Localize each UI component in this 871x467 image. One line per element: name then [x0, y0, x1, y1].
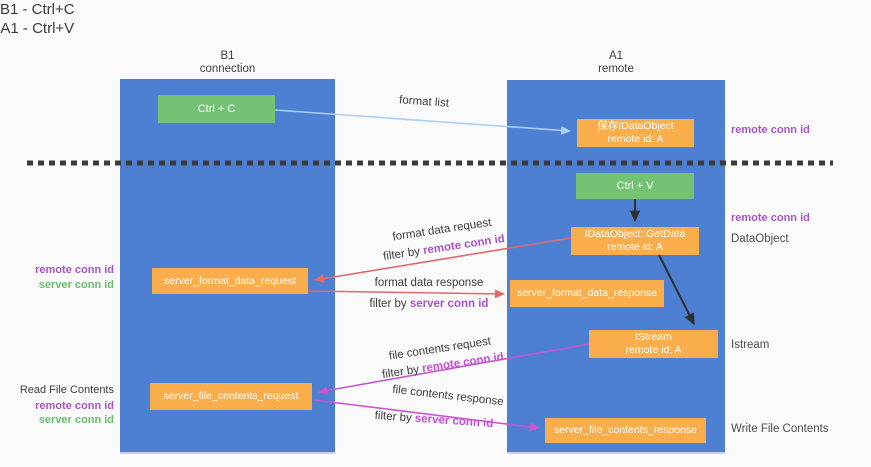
- filter-by-text: filter by: [374, 409, 416, 425]
- node-istream: IStream remote id: A: [589, 330, 718, 358]
- node-server-format-data-response: server_format_data_response: [510, 280, 664, 307]
- label-file-contents-response: file contents response: [391, 383, 505, 409]
- node-saved-idataobject-line2: remote id: A: [607, 133, 664, 145]
- node-server-format-data-request: server_format_data_request: [152, 268, 308, 294]
- right-dataobject-label: DataObject: [731, 233, 789, 245]
- right-remote-conn-id-mid: remote conn id: [731, 212, 810, 224]
- node-server-format-data-request-label: server_format_data_request: [164, 274, 296, 287]
- node-ctrl-c-label: Ctrl + C: [197, 102, 236, 115]
- right-istream-label: Istream: [731, 339, 770, 351]
- node-saved-idataobject-line1: 保存IDataObject: [597, 120, 674, 132]
- title-line-2: A1 - Ctrl+V: [0, 20, 75, 37]
- server-conn-id-text: server conn id: [414, 412, 494, 431]
- node-idataobject-getdata-line1: IDataObject::GetData: [584, 228, 686, 240]
- label-format-list: format list: [398, 94, 450, 110]
- right-remote-conn-id-top: remote conn id: [731, 124, 810, 136]
- node-server-file-contents-request-label: server_file_contents_request: [163, 390, 299, 402]
- node-server-format-data-response-label: server_format_data_response: [516, 287, 658, 299]
- node-ctrl-c: Ctrl + C: [158, 95, 275, 123]
- left-lane-subtitle: connection: [199, 63, 256, 75]
- right-write-file-contents: Write File Contents: [731, 423, 829, 435]
- left-server-conn-id-format: server conn id: [38, 279, 114, 291]
- node-ctrl-v: Ctrl + V: [576, 173, 694, 199]
- node-server-file-contents-response-label: server_file_contents_response: [553, 424, 697, 436]
- filter-by-text: filter by: [382, 245, 425, 264]
- server-conn-id-text: server conn id: [409, 298, 489, 310]
- left-lane-name: B1: [220, 50, 235, 62]
- label-filter-by-server-conn-id-file: filter by server conn id: [374, 410, 493, 430]
- left-lane-header: B1 connection: [120, 50, 335, 76]
- left-read-file-contents: Read File Contents: [19, 384, 114, 396]
- diagram-title: B1 - Ctrl+C A1 - Ctrl+V: [0, 0, 75, 38]
- title-line-1: B1 - Ctrl+C: [0, 1, 75, 18]
- arrow-format-data-response: [307, 289, 506, 299]
- label-format-data-response: format data response: [374, 277, 484, 289]
- node-istream-line1: IStream: [635, 331, 672, 343]
- filter-by-text: filter by: [381, 363, 424, 382]
- left-remote-conn-id-format: remote conn id: [35, 264, 114, 276]
- right-lane-header: A1 remote: [507, 50, 725, 76]
- node-idataobject-getdata: IDataObject::GetData remote id: A: [571, 227, 699, 255]
- filter-by-text: filter by: [369, 298, 410, 310]
- label-filter-by-server-conn-id-format: filter by server conn id: [370, 298, 489, 310]
- node-server-file-contents-response: server_file_contents_response: [545, 418, 706, 443]
- node-server-file-contents-request: server_file_contents_request: [150, 383, 312, 410]
- left-remote-conn-id-file: remote conn id: [35, 400, 114, 412]
- left-server-conn-id-file: server conn id: [38, 414, 114, 426]
- node-istream-line2: remote id: A: [625, 344, 682, 356]
- node-idataobject-getdata-line2: remote id: A: [606, 241, 664, 253]
- node-saved-idataobject: 保存IDataObject remote id: A: [577, 119, 694, 147]
- right-lane-subtitle: remote: [598, 63, 634, 75]
- right-lane-name: A1: [608, 50, 624, 62]
- node-ctrl-v-label: Ctrl + V: [616, 179, 654, 192]
